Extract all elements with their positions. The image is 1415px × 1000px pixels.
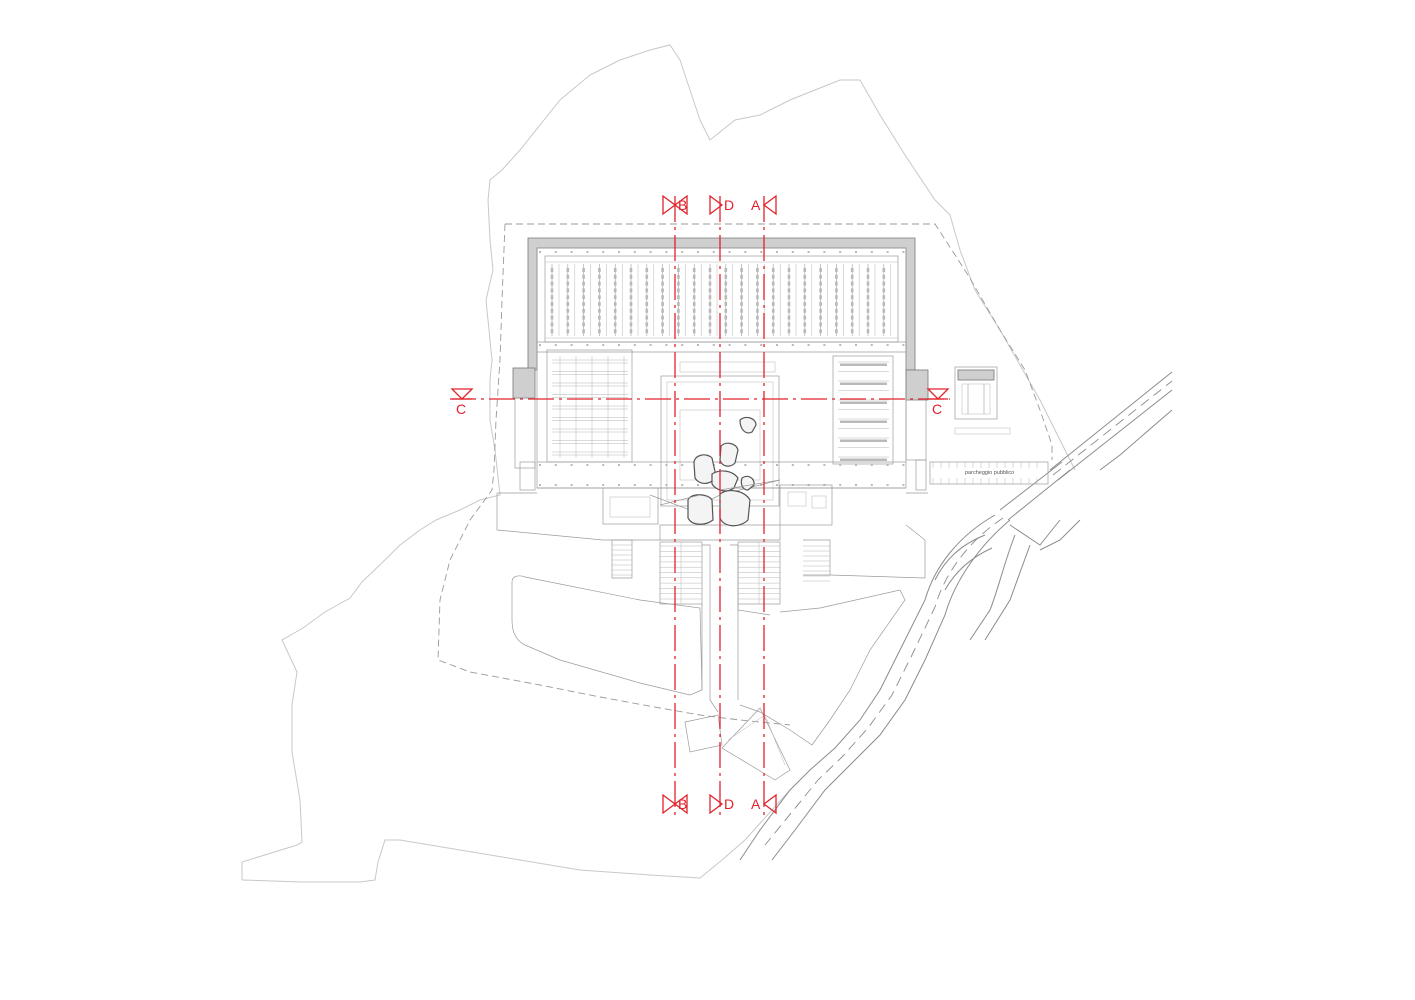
pavilion-shape-5 [687,494,714,525]
site-boundary-south [241,789,791,883]
pavilion-shape-7 [739,416,757,434]
section-marker-c-left: C [450,388,474,417]
section-label-a-bottom: A [751,796,761,812]
section-marker-a-top: A [751,194,777,216]
pavilion-shape-6 [719,490,751,527]
section-lines [450,196,950,820]
section-marker-d-top: D [709,194,734,216]
section-marker-b-bottom: B [662,793,688,815]
service-building-east [954,366,1011,435]
section-marker-a-bottom: A [751,793,777,815]
pavilion-shape-2 [719,442,739,467]
west-hall-rows [552,356,628,458]
section-label-d-top: D [724,197,734,213]
section-marker-c-right: C [926,388,950,417]
east-hall-rows [838,361,889,461]
road-network [739,371,1173,861]
section-label-d-bottom: D [724,796,734,812]
section-marker-d-bottom: D [709,793,734,815]
section-label-b-top: B [678,197,687,213]
parking-label: parcheggio pubblico [965,470,1014,476]
site-boundary [241,44,1076,880]
section-label-c-left: C [456,401,466,417]
storage-racks [545,261,898,339]
main-building [512,237,929,541]
section-marker-b-top: B [662,194,688,216]
section-label-c-right: C [932,401,942,417]
pavilion-shape-4 [740,475,755,491]
project-boundary [505,223,1053,460]
project-boundary-west [437,223,791,726]
section-label-b-bottom: B [678,796,687,812]
forecourt [496,492,928,781]
parking-strip: parcheggio pubblico [929,461,1049,485]
section-label-a-top: A [751,197,761,213]
